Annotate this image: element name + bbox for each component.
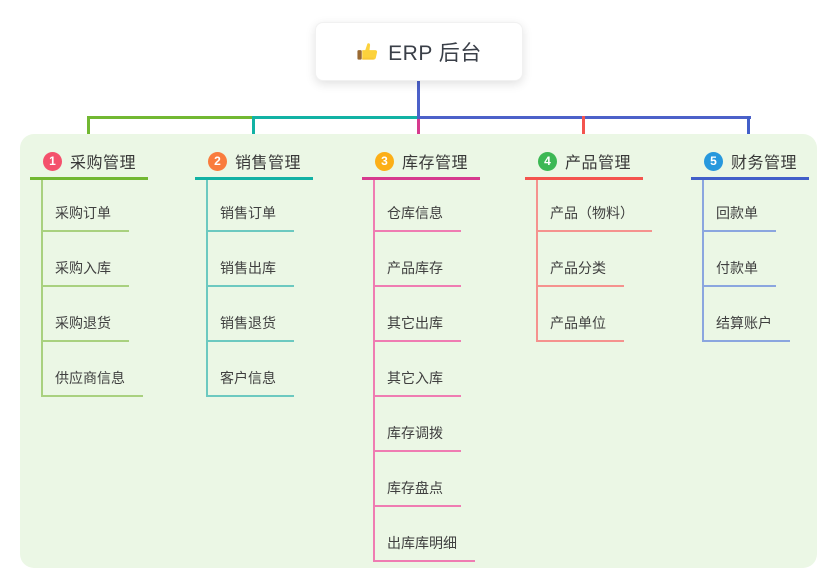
branch-inventory: 3 库存管理 仓库信息 产品库存 其它出库 其它入库 库存调拨 库存盘点 出库库… (362, 150, 532, 562)
branch-label: 产品管理 (565, 155, 632, 172)
branch-sales: 2 销售管理 销售订单 销售出库 销售退货 客户信息 (195, 150, 365, 397)
branch-label: 销售管理 (235, 155, 302, 172)
branch-product: 4 产品管理 产品（物料） 产品分类 产品单位 (525, 150, 695, 342)
branch-spine-line (206, 180, 208, 397)
node-supplier-info[interactable]: 供应商信息 (41, 369, 143, 397)
branch-spine-line (373, 180, 375, 562)
branch-number-badge: 5 (704, 151, 723, 171)
root-node-label: ERP 后台 (388, 41, 482, 65)
branch-header-finance[interactable]: 5 财务管理 (691, 150, 839, 172)
connector-branch1-drop (87, 116, 90, 144)
branch-label: 采购管理 (70, 155, 137, 172)
branch-header-product[interactable]: 4 产品管理 (525, 150, 695, 172)
node-purchase-return[interactable]: 采购退货 (41, 314, 129, 342)
branch-number-badge: 2 (208, 151, 227, 171)
node-other-inbound[interactable]: 其它入库 (373, 369, 461, 397)
root-node[interactable]: ERP 后台 (315, 22, 523, 81)
node-sales-outbound[interactable]: 销售出库 (206, 259, 294, 287)
node-product-stock[interactable]: 产品库存 (373, 259, 461, 287)
node-stock-transfer[interactable]: 库存调拨 (373, 424, 461, 452)
branch-header-underline (195, 177, 313, 180)
node-outbound-detail[interactable]: 出库库明细 (373, 534, 475, 562)
branch-number-badge: 1 (43, 151, 62, 171)
thumbs-up-icon (357, 43, 378, 60)
node-customer-info[interactable]: 客户信息 (206, 369, 294, 397)
branch-purchase: 1 采购管理 采购订单 采购入库 采购退货 供应商信息 (30, 150, 200, 397)
branch-header-purchase[interactable]: 1 采购管理 (30, 150, 200, 172)
root-connector-line (417, 81, 420, 117)
node-other-outbound[interactable]: 其它出库 (373, 314, 461, 342)
node-stock-check[interactable]: 库存盘点 (373, 479, 461, 507)
connector-branch2-drop (252, 116, 255, 144)
branch-header-underline (525, 177, 643, 180)
branch-spine-line (41, 180, 43, 397)
branch-label: 库存管理 (402, 155, 469, 172)
node-product-material[interactable]: 产品（物料） (536, 204, 652, 232)
branch-finance: 5 财务管理 回款单 付款单 结算账户 (691, 150, 839, 342)
node-product-category[interactable]: 产品分类 (536, 259, 624, 287)
node-sales-order[interactable]: 销售订单 (206, 204, 294, 232)
node-sales-return[interactable]: 销售退货 (206, 314, 294, 342)
branch-number-badge: 4 (538, 151, 557, 171)
mindmap-background-panel (20, 134, 817, 568)
branch-header-sales[interactable]: 2 销售管理 (195, 150, 365, 172)
connector-branch3-drop (417, 119, 420, 144)
connector-branch4-drop (582, 116, 585, 144)
branch-number-badge: 3 (375, 151, 394, 171)
node-purchase-inbound[interactable]: 采购入库 (41, 259, 129, 287)
branch-header-underline (691, 177, 809, 180)
branch-label: 财务管理 (731, 155, 798, 172)
node-settlement-account[interactable]: 结算账户 (702, 314, 790, 342)
branch-spine-line (702, 180, 704, 342)
node-product-unit[interactable]: 产品单位 (536, 314, 624, 342)
branch-spine-line (536, 180, 538, 342)
branch-header-underline (362, 177, 480, 180)
branch-header-underline (30, 177, 148, 180)
node-payment-bill[interactable]: 付款单 (702, 259, 776, 287)
connector-branch2-horizontal (253, 116, 419, 119)
node-receipt-bill[interactable]: 回款单 (702, 204, 776, 232)
connector-branch5-drop (747, 116, 750, 144)
branch-header-inventory[interactable]: 3 库存管理 (362, 150, 532, 172)
node-warehouse-info[interactable]: 仓库信息 (373, 204, 461, 232)
node-purchase-order[interactable]: 采购订单 (41, 204, 129, 232)
